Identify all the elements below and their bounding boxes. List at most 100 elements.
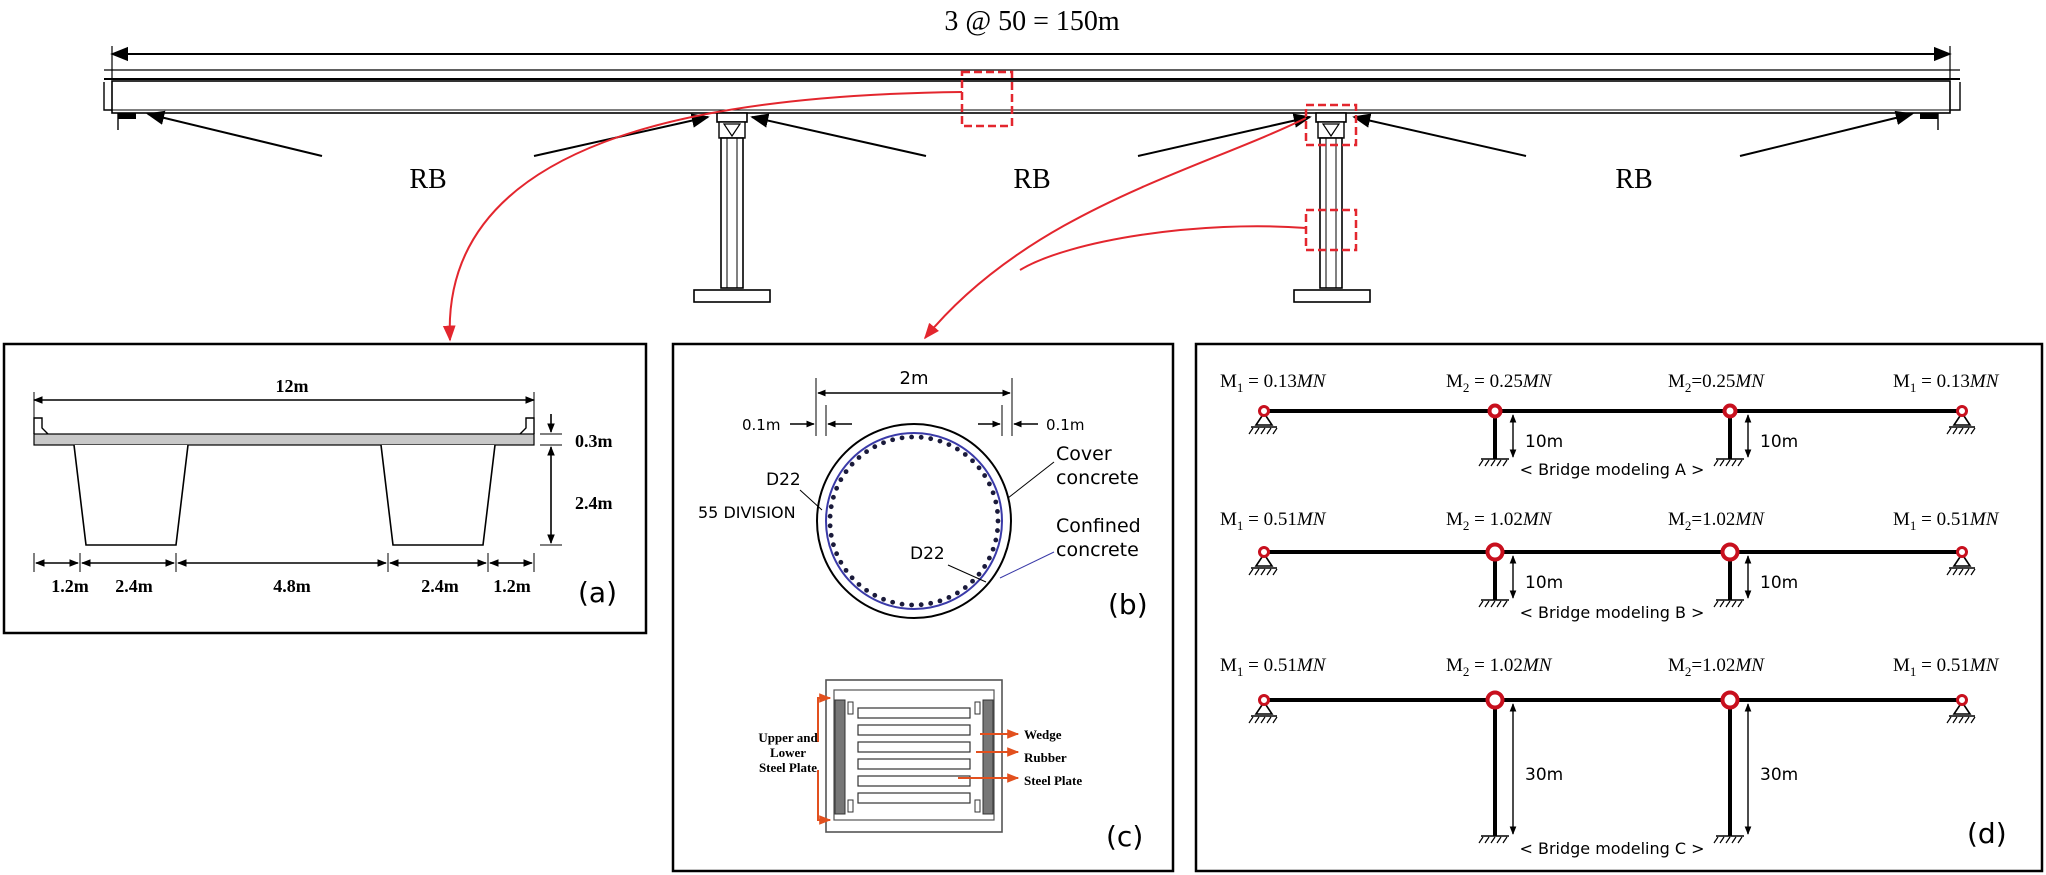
deck-slab xyxy=(33,433,535,446)
panel-b-pier-section: 2m 0.1m 0.1m D22 55 DIVISION D22 Cover c… xyxy=(698,368,1148,621)
mass-label-m1-left: M1 = 0.51MN xyxy=(1220,509,1327,533)
panel-a-cross-section: 12m 0.3m 2.4m 1.2m 2.4m 4.8m xyxy=(2,342,648,635)
girder-left xyxy=(73,444,189,546)
lumped-mass-node xyxy=(1485,690,1505,710)
confined-core xyxy=(825,432,1003,610)
mass-label-m2-right: M2=1.02MN xyxy=(1668,655,1765,679)
rebar-dot xyxy=(838,559,844,565)
dim-label: 2.4m xyxy=(421,576,459,596)
rebar-dot xyxy=(928,436,934,442)
panel-d-tag: (d) xyxy=(1967,817,2007,850)
dim-label: 2.4m xyxy=(115,576,153,596)
mass-label-m2-right: M2=0.25MN xyxy=(1668,371,1765,395)
lumped-mass-node xyxy=(1258,546,1270,558)
panel-c-rubber-bearing: Upper and Lower Steel Plate Wedge Rubber… xyxy=(758,679,1143,853)
division-label: 55 DIVISION xyxy=(698,503,796,522)
callout-deck-section xyxy=(960,70,1014,128)
panel-b-tag: (b) xyxy=(1108,588,1148,621)
column-height-label: 30m xyxy=(1760,765,1798,785)
lumped-mass-node xyxy=(1720,542,1740,562)
rb-label-3: RB xyxy=(1615,164,1652,195)
lamina xyxy=(857,741,971,753)
mass-label-m1-right: M1 = 0.51MN xyxy=(1893,655,2000,679)
pier-diameter-label: 2m xyxy=(900,368,929,389)
rebar-dot xyxy=(946,595,952,600)
abutment-right xyxy=(1920,113,1939,130)
rebar-dot xyxy=(831,494,836,500)
rebar-dot xyxy=(864,449,869,455)
confined-concrete-label-1: Confined xyxy=(1056,515,1141,537)
mass-label-m2-right: M2=1.02MN xyxy=(1668,509,1765,533)
rebar-dot xyxy=(834,551,840,557)
cover-right-label: 0.1m xyxy=(1046,416,1084,434)
model-caption: < Bridge modeling A > xyxy=(1520,460,1705,479)
lumped-mass-node xyxy=(1956,405,1968,417)
rebar-dot xyxy=(828,532,834,538)
rebar-dot xyxy=(928,600,934,606)
mass-label-m1-left: M1 = 0.13MN xyxy=(1220,371,1327,395)
column-height-label: 10m xyxy=(1760,573,1798,593)
pier-1 xyxy=(693,112,771,303)
lamina xyxy=(857,792,971,804)
rebar-dot xyxy=(976,465,982,471)
rebar-dot xyxy=(872,444,878,450)
rebar-dot xyxy=(937,598,943,604)
column-height-label: 10m xyxy=(1525,573,1563,593)
deck xyxy=(103,69,1961,114)
model-caption: < Bridge modeling B > xyxy=(1520,603,1705,622)
rebar-dot xyxy=(864,587,869,593)
rubber-steel-laminae xyxy=(857,707,971,804)
panel-d-bridge-models: M1 = 0.13MN M2 = 0.25MN M2=0.25MN M1 = 0.13… xyxy=(1194,342,2044,873)
rebar-dot xyxy=(881,440,886,446)
panel-bc: 2m 0.1m 0.1m D22 55 DIVISION D22 Cover c… xyxy=(671,342,1175,873)
rebar-dot xyxy=(890,599,896,605)
span-label: 3 @ 50 = 150m xyxy=(944,6,1120,37)
rebar-dot xyxy=(962,585,968,590)
longitudinal-rebars xyxy=(827,434,1001,608)
panel-c-tag: (c) xyxy=(1106,820,1143,853)
abutment-left xyxy=(117,113,136,130)
mass-label-m2-left: M2 = 0.25MN xyxy=(1446,371,1553,395)
rubber-bearing-labels: RB RB RB xyxy=(146,110,1914,195)
pier-2 xyxy=(1293,112,1371,303)
steel-plate-label: Steel Plate xyxy=(1024,773,1082,788)
lumped-mass-node xyxy=(1487,403,1503,419)
dim-label: 1.2m xyxy=(51,576,89,596)
column-height-label: 10m xyxy=(1525,432,1563,452)
deck-width-label: 12m xyxy=(276,376,309,396)
lumped-mass-node xyxy=(1258,405,1270,417)
rebar-dot xyxy=(849,575,855,581)
mass-label-m1-right: M1 = 0.13MN xyxy=(1893,371,2000,395)
right-steel-plate xyxy=(982,699,994,815)
bottom-dimension-chain: 1.2m 2.4m 4.8m 2.4m 1.2m xyxy=(33,553,535,596)
rebar-dot xyxy=(970,458,975,464)
rebar-dot xyxy=(982,473,988,478)
callout-bearing xyxy=(1304,103,1358,147)
rebar-dot xyxy=(843,469,849,475)
girder-right xyxy=(380,444,496,546)
rebar-dot xyxy=(909,602,915,608)
lumped-mass-node xyxy=(1485,542,1505,562)
mass-label-m2-left: M2 = 1.02MN xyxy=(1446,655,1553,679)
plate-label-2: Lower xyxy=(770,745,806,760)
rebar-dot xyxy=(986,481,992,487)
column-height-label: 30m xyxy=(1525,765,1563,785)
rebar-dot xyxy=(849,461,855,467)
slab-thickness-label: 0.3m xyxy=(575,431,613,451)
rebar-dot xyxy=(986,555,992,561)
rebar-dot xyxy=(838,477,844,483)
rebar-dot xyxy=(976,571,982,577)
rebar-dot xyxy=(856,582,862,587)
rebar-dot xyxy=(909,434,915,440)
model-caption: < Bridge modeling C > xyxy=(1519,839,1704,858)
cover-concrete-label-2: concrete xyxy=(1056,467,1139,489)
rebar-dot xyxy=(899,601,905,607)
rebar-dot xyxy=(831,542,836,548)
left-steel-plate xyxy=(834,699,846,815)
rebar-dot xyxy=(918,434,924,440)
lamina xyxy=(857,758,971,770)
rebar-dot xyxy=(828,504,834,510)
mass-label-m1-left: M1 = 0.51MN xyxy=(1220,655,1327,679)
bridge-elevation: 3 @ 50 = 150m xyxy=(103,6,1961,342)
